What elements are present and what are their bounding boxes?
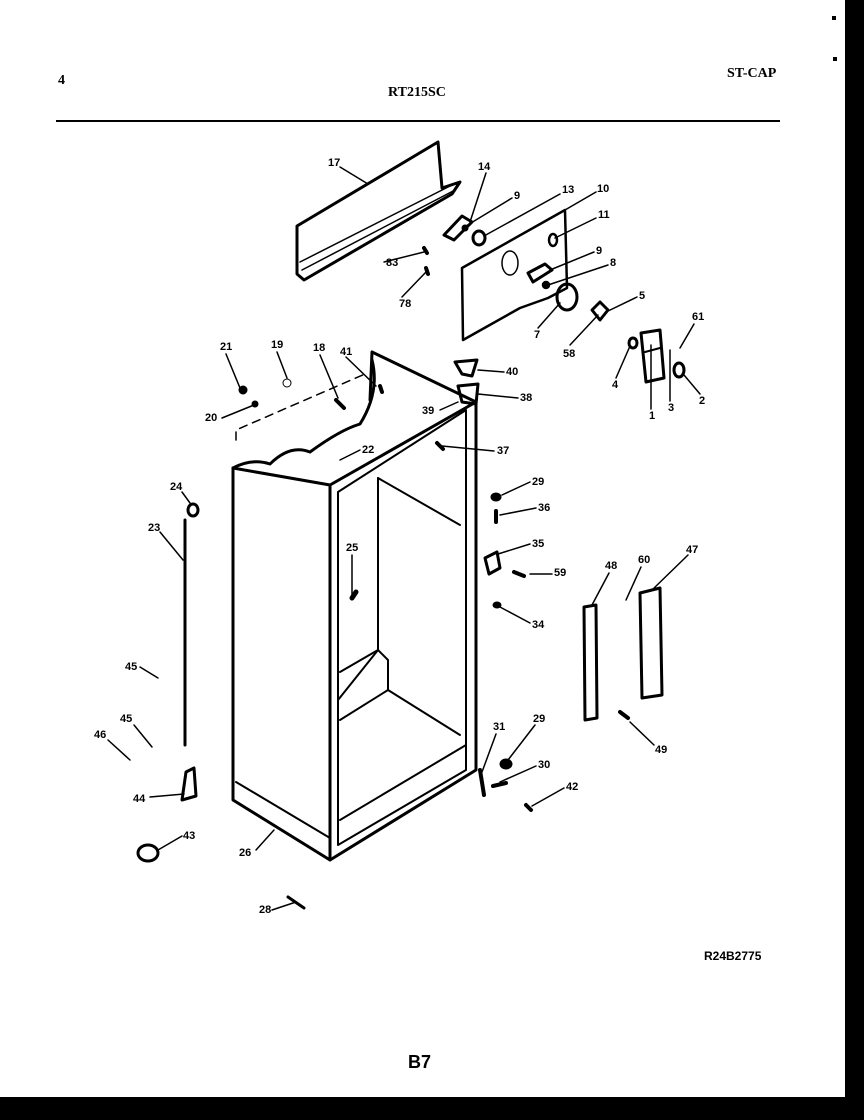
callout-35: 35 (532, 538, 545, 550)
page-number: 4 (58, 73, 65, 88)
callout-58: 58 (563, 348, 576, 360)
callout-44: 44 (133, 793, 146, 805)
callout-45b: 45 (120, 713, 133, 725)
diagram-code: R24B2775 (704, 949, 762, 963)
callout-60: 60 (638, 554, 651, 566)
callout-1: 1 (649, 410, 656, 422)
header-rule (56, 120, 780, 122)
callout-29b: 29 (533, 713, 546, 725)
callout-leaders (107, 166, 701, 911)
callout-24: 24 (170, 481, 183, 493)
callout-19: 19 (271, 339, 284, 351)
callout-31: 31 (493, 721, 506, 733)
callout-47: 47 (686, 544, 699, 556)
top-cover-part (295, 140, 462, 282)
callout-22: 22 (362, 444, 375, 456)
model-number: RT215SC (388, 85, 446, 100)
thermostat-assembly-part (627, 328, 686, 384)
door-stop-part (136, 843, 160, 863)
callout-43: 43 (183, 830, 196, 842)
callout-36: 36 (538, 502, 551, 514)
callout-25: 25 (346, 542, 359, 554)
callout-34: 34 (532, 619, 545, 631)
callout-38: 38 (520, 392, 533, 404)
callout-29: 29 (532, 476, 545, 488)
scan-border-right (845, 0, 864, 1120)
callout-2: 2 (699, 395, 706, 407)
callout-3: 3 (668, 402, 675, 414)
callout-14: 14 (478, 161, 491, 173)
callout-8: 8 (610, 257, 617, 269)
callout-26: 26 (239, 847, 252, 859)
callout-78: 78 (399, 298, 412, 310)
callout-49: 49 (655, 744, 668, 756)
callout-46: 46 (94, 729, 107, 741)
callout-45: 45 (125, 661, 138, 673)
hinge-part (180, 766, 198, 802)
callout-13: 13 (562, 184, 575, 196)
section-code: ST-CAP (727, 66, 777, 81)
callout-83: 83 (386, 257, 399, 269)
callout-41: 41 (340, 346, 353, 358)
callout-21: 21 (220, 341, 233, 353)
callout-9: 9 (514, 190, 521, 202)
control-panel-part (460, 208, 610, 342)
callout-23: 23 (148, 522, 161, 534)
callout-40: 40 (506, 366, 519, 378)
callout-28: 28 (259, 904, 272, 916)
callout-48: 48 (605, 560, 618, 572)
callout-59: 59 (554, 567, 567, 579)
callout-7: 7 (534, 329, 541, 341)
callout-9b: 9 (596, 245, 603, 257)
cabinet-shell-part (231, 350, 478, 862)
callout-11: 11 (598, 209, 610, 221)
callout-42: 42 (566, 781, 579, 793)
callout-4: 4 (612, 379, 619, 391)
scan-border-bottom (0, 1097, 864, 1120)
callout-5: 5 (639, 290, 646, 302)
callout-10: 10 (597, 183, 610, 195)
scan-speck (833, 57, 837, 61)
callout-17: 17 (328, 157, 341, 169)
shelf-support-part (638, 586, 664, 700)
callout-39: 39 (422, 405, 435, 417)
callout-30: 30 (538, 759, 551, 771)
page-code: B7 (408, 1052, 432, 1072)
callout-37: 37 (497, 445, 510, 457)
callout-18: 18 (313, 342, 326, 354)
shelf-support-part (582, 603, 599, 722)
callout-20: 20 (205, 412, 218, 424)
scan-speck (832, 16, 836, 20)
callout-61: 61 (692, 311, 705, 323)
